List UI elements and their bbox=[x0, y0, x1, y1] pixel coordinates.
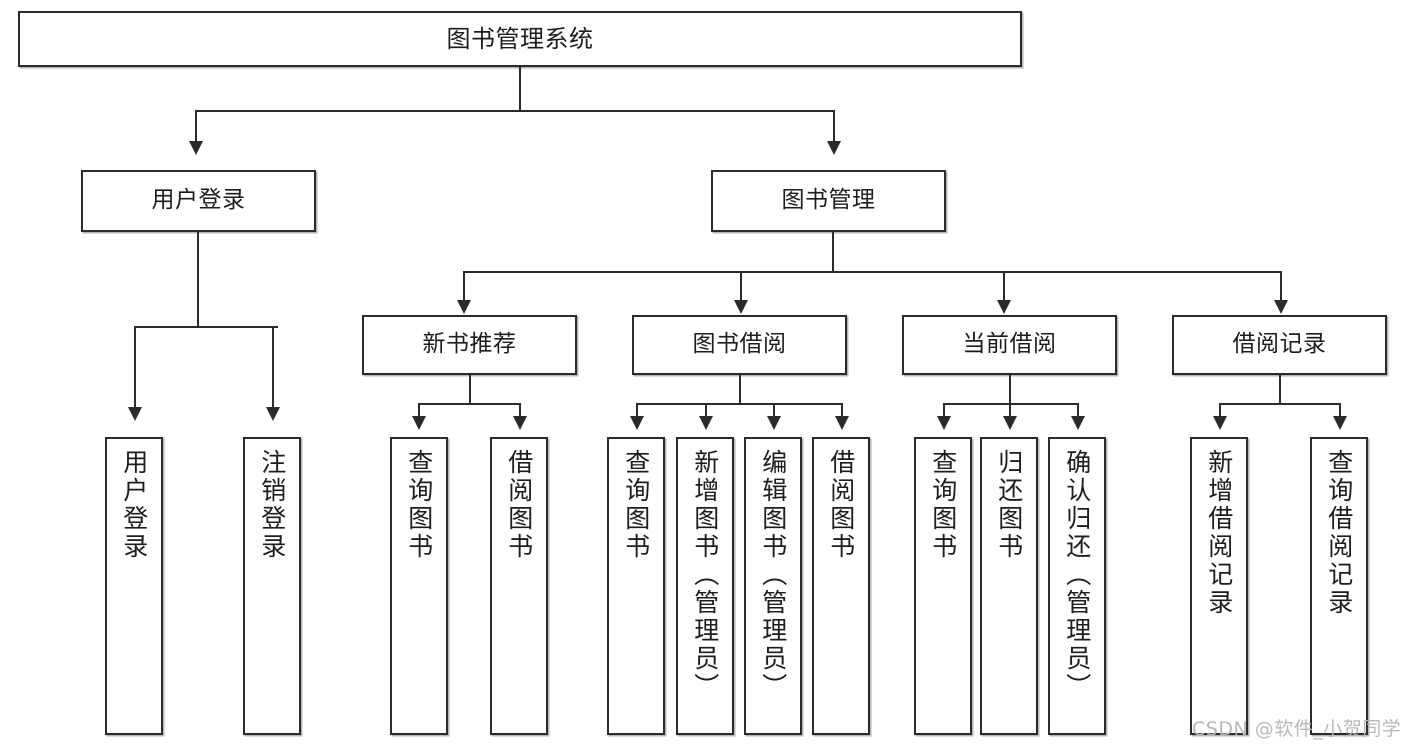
arrowhead-book-borrow bbox=[734, 300, 748, 314]
arrowhead-leaf-query-book-1 bbox=[412, 416, 426, 430]
node-label: 编辑图书（管理员） bbox=[758, 449, 788, 701]
node-label: 借阅图书 bbox=[504, 449, 534, 561]
node-leaf-add-record[interactable]: 新增借阅记录 bbox=[1190, 437, 1248, 735]
arrowhead-leaf-borrow-book-2 bbox=[835, 416, 849, 430]
node-leaf-add-book[interactable]: 新增图书（管理员） bbox=[676, 437, 734, 735]
connector-bb-drop-2 bbox=[705, 403, 707, 418]
node-leaf-borrow-book-2[interactable]: 借阅图书 bbox=[812, 437, 870, 735]
arrowhead-leaf-edit-book bbox=[767, 416, 781, 430]
node-label: 注销登录 bbox=[257, 449, 287, 561]
node-leaf-edit-book[interactable]: 编辑图书（管理员） bbox=[744, 437, 802, 735]
node-label: 图书借阅 bbox=[692, 331, 787, 358]
connector-root-to-book-manage bbox=[833, 110, 835, 144]
node-leaf-confirm-return[interactable]: 确认归还（管理员） bbox=[1048, 437, 1106, 735]
node-leaf-return-book[interactable]: 归还图书 bbox=[980, 437, 1038, 735]
node-label: 图书管理 bbox=[781, 187, 876, 214]
connector-bm-drop-current-borrow bbox=[1003, 271, 1005, 302]
arrowhead-leaf-query-book-3 bbox=[937, 416, 951, 430]
connector-bb-drop-4 bbox=[841, 403, 843, 418]
connector-root-bus bbox=[195, 110, 835, 112]
node-current-borrow[interactable]: 当前借阅 bbox=[902, 315, 1117, 375]
arrowhead-leaf-return-book bbox=[1003, 416, 1017, 430]
node-label: 查询图书 bbox=[928, 449, 958, 561]
node-label: 新书推荐 bbox=[422, 331, 517, 358]
arrowhead-leaf-logout-login bbox=[266, 407, 280, 421]
connector-br-stem bbox=[1279, 375, 1281, 404]
connector-user-login-drop-1 bbox=[134, 326, 136, 409]
node-label: 图书管理系统 bbox=[446, 24, 594, 53]
node-label: 当前借阅 bbox=[962, 331, 1057, 358]
node-new-book-recommend[interactable]: 新书推荐 bbox=[362, 315, 577, 375]
node-label: 查询图书 bbox=[621, 449, 651, 561]
connector-cb-bus bbox=[943, 403, 1079, 405]
connector-bm-drop-new-book bbox=[463, 271, 465, 302]
connector-cb-drop-2 bbox=[1009, 403, 1011, 418]
connector-bm-drop-borrow-record bbox=[1280, 271, 1282, 302]
node-label: 查询图书 bbox=[404, 449, 434, 561]
node-label: 借阅记录 bbox=[1232, 331, 1327, 358]
connector-bb-bus bbox=[636, 403, 843, 405]
connector-user-login-drop-2 bbox=[272, 326, 274, 409]
arrowhead-book-manage bbox=[827, 141, 841, 155]
node-root-book-management-system[interactable]: 图书管理系统 bbox=[18, 11, 1022, 67]
node-borrow-record[interactable]: 借阅记录 bbox=[1172, 315, 1387, 375]
node-leaf-user-login[interactable]: 用户登录 bbox=[105, 437, 163, 735]
arrowhead-new-book-recommend bbox=[457, 300, 471, 314]
connector-cb-drop-1 bbox=[943, 403, 945, 418]
connector-user-login-bus bbox=[134, 326, 278, 328]
node-label: 查询借阅记录 bbox=[1324, 449, 1354, 617]
connector-nbr-drop-1 bbox=[418, 403, 420, 418]
node-leaf-query-record[interactable]: 查询借阅记录 bbox=[1310, 437, 1368, 735]
node-label: 归还图书 bbox=[994, 449, 1024, 561]
node-book-borrow[interactable]: 图书借阅 bbox=[632, 315, 847, 375]
node-label: 新增借阅记录 bbox=[1204, 449, 1234, 617]
node-label: 借阅图书 bbox=[826, 449, 856, 561]
arrowhead-leaf-borrow-book-1 bbox=[513, 416, 527, 430]
arrowhead-borrow-record bbox=[1274, 300, 1288, 314]
node-leaf-query-book-2[interactable]: 查询图书 bbox=[607, 437, 665, 735]
node-leaf-query-book-1[interactable]: 查询图书 bbox=[390, 437, 448, 735]
arrowhead-leaf-add-book bbox=[699, 416, 713, 430]
node-label: 用户登录 bbox=[151, 187, 246, 214]
connector-bb-stem bbox=[739, 375, 741, 404]
connector-cb-drop-3 bbox=[1077, 403, 1079, 418]
arrowhead-leaf-query-record bbox=[1333, 416, 1347, 430]
connector-cb-stem bbox=[1009, 375, 1011, 404]
node-label: 新增图书（管理员） bbox=[690, 449, 720, 701]
connector-bb-drop-1 bbox=[636, 403, 638, 418]
node-leaf-logout-login[interactable]: 注销登录 bbox=[243, 437, 301, 735]
connector-user-login-stem bbox=[197, 232, 199, 327]
connector-br-drop-1 bbox=[1219, 403, 1221, 418]
arrowhead-leaf-confirm-return bbox=[1071, 416, 1085, 430]
connector-br-drop-2 bbox=[1339, 403, 1341, 418]
connector-bb-drop-3 bbox=[773, 403, 775, 418]
connector-book-manage-bus bbox=[463, 271, 1281, 273]
node-label: 确认归还（管理员） bbox=[1062, 449, 1092, 701]
node-user-login[interactable]: 用户登录 bbox=[81, 170, 316, 232]
node-leaf-query-book-3[interactable]: 查询图书 bbox=[914, 437, 972, 735]
connector-nbr-stem bbox=[469, 375, 471, 404]
arrowhead-user-login bbox=[189, 141, 203, 155]
arrowhead-current-borrow bbox=[997, 300, 1011, 314]
connector-book-manage-stem bbox=[832, 232, 834, 272]
node-leaf-borrow-book-1[interactable]: 借阅图书 bbox=[490, 437, 548, 735]
node-label: 用户登录 bbox=[119, 449, 149, 561]
connector-nbr-bus bbox=[418, 403, 521, 405]
connector-root-stem bbox=[519, 67, 521, 111]
arrowhead-leaf-add-record bbox=[1213, 416, 1227, 430]
arrowhead-leaf-query-book-2 bbox=[630, 416, 644, 430]
connector-root-to-user-login bbox=[195, 110, 197, 144]
connector-bm-drop-book-borrow bbox=[740, 271, 742, 302]
arrowhead-leaf-user-login bbox=[128, 407, 142, 421]
node-book-manage[interactable]: 图书管理 bbox=[711, 170, 946, 232]
connector-nbr-drop-2 bbox=[519, 403, 521, 418]
connector-br-bus bbox=[1219, 403, 1341, 405]
